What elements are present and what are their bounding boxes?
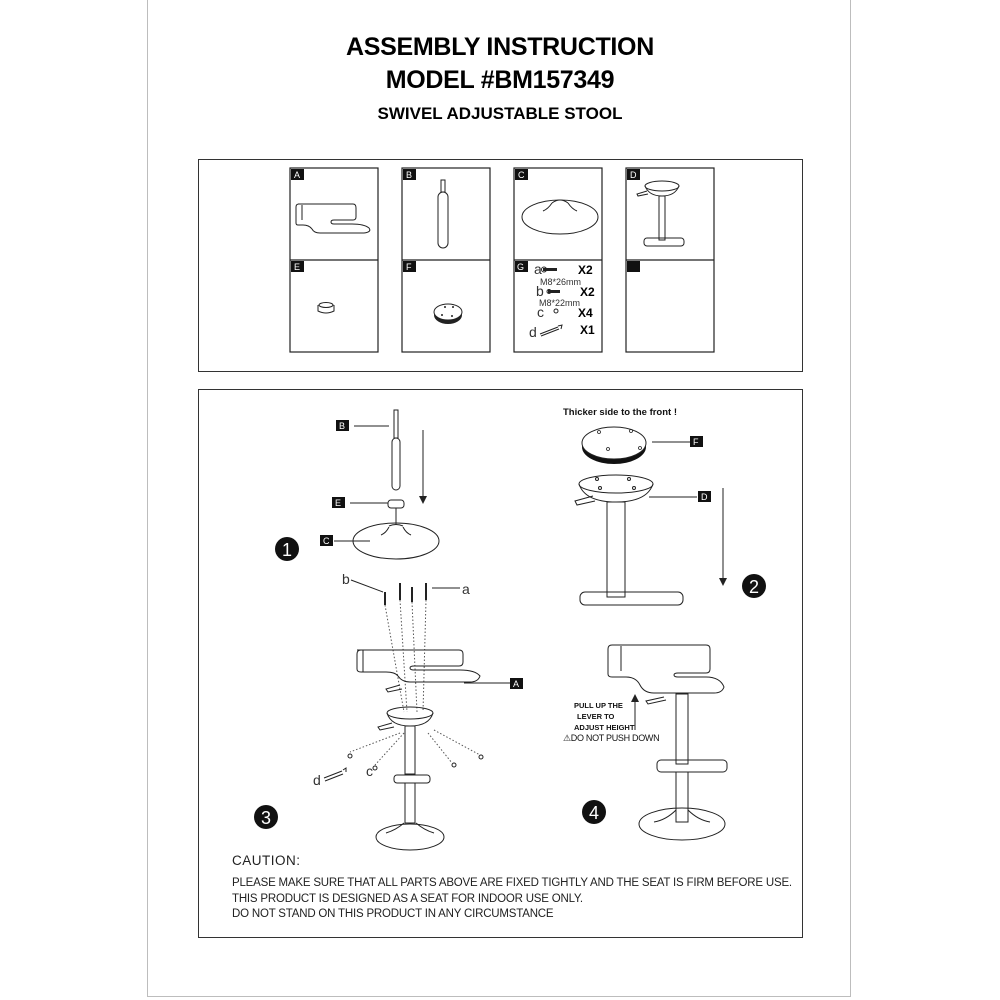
step-2: Thicker side to the front ! 2 F D: [563, 407, 766, 606]
caution-line-3: DO NOT STAND ON THIS PRODUCT IN ANY CIRC…: [232, 908, 554, 920]
part-e-cover-illustration: [317, 302, 335, 314]
step-2-number-badge: [742, 574, 766, 598]
hardware-c-qty: X4: [578, 306, 593, 320]
caution-line-1: PLEASE MAKE SURE THAT ALL PARTS ABOVE AR…: [232, 877, 792, 889]
part-d-column-illustration: [636, 180, 685, 247]
step-2-note: Thicker side to the front !: [563, 407, 677, 418]
hardware-b-size: M8*22mm: [539, 298, 580, 308]
hardware-d-letter: d: [529, 324, 537, 340]
part-label-tags: A B C D E F G: [291, 169, 640, 272]
lever-note: PULL UP THE LEVER TO ADJUST HEIGHT: [574, 700, 634, 733]
hardware-a-letter: a: [534, 261, 542, 277]
part-label-empty: [627, 261, 640, 272]
caution-line-2: THIS PRODUCT IS DESIGNED AS A SEAT FOR I…: [232, 893, 583, 905]
step-1-label-e: E: [335, 498, 341, 508]
step-3: 3 b a: [254, 571, 523, 851]
document-page: [147, 0, 851, 997]
step-4-number-badge: [582, 800, 606, 824]
part-label-c: C: [518, 170, 525, 180]
hardware-list: a X2 M8*26mm b X2 M8*22mm c X4 d X1: [529, 261, 595, 340]
arrow-up-icon: [631, 694, 639, 702]
bolt-icon: [548, 290, 560, 293]
hardware-c-letter: c: [537, 304, 544, 320]
step-2-label-d: D: [701, 492, 708, 502]
wrench-icon: [539, 324, 563, 337]
hardware-d-qty: X1: [580, 323, 595, 337]
step-3-label-b: b: [342, 571, 350, 587]
warning-text: DO NOT PUSH DOWN: [570, 733, 660, 743]
assembly-steps-box: [198, 389, 803, 938]
lever-note-line-2: LEVER TO: [577, 712, 615, 721]
part-label-g: G: [517, 262, 524, 272]
part-label-b: B: [406, 170, 412, 180]
lever-note-line-3: ADJUST HEIGHT: [574, 723, 635, 732]
step-3-label-a-tag: A: [513, 679, 519, 689]
step-3-number-badge: [254, 805, 278, 829]
caution-heading: CAUTION:: [232, 853, 301, 868]
part-label-a: A: [294, 170, 300, 180]
step-1-number: 1: [282, 540, 292, 560]
part-label-f: F: [406, 262, 412, 272]
part-f-plate-illustration: [433, 303, 463, 324]
step-2-label-f: F: [693, 437, 699, 447]
hardware-b-qty: X2: [580, 285, 595, 299]
step-2-number: 2: [749, 577, 759, 597]
step-1-number-badge: [275, 537, 299, 561]
part-a-seat-illustration: [295, 203, 371, 234]
part-label-d: D: [630, 170, 637, 180]
hardware-a-size: M8*26mm: [540, 277, 581, 287]
parts-list-box: [198, 159, 803, 372]
hardware-a-qty: X2: [578, 263, 593, 277]
washer-icon: [553, 308, 559, 314]
step-1-label-b: B: [339, 421, 345, 431]
warning-note: ⚠DO NOT PUSH DOWN: [563, 733, 660, 744]
step-4-number: 4: [589, 803, 599, 823]
part-c-base-illustration: [521, 199, 599, 235]
step-3-number: 3: [261, 808, 271, 828]
bolt-icon: [543, 268, 557, 271]
hardware-b-letter: b: [536, 283, 544, 299]
step-1: 1 B E C: [275, 409, 440, 561]
step-3-label-d: d: [313, 772, 321, 788]
product-name: SWIVEL ADJUSTABLE STOOL: [377, 104, 623, 123]
part-label-e: E: [294, 262, 300, 272]
step-3-label-c: c: [366, 763, 373, 779]
warning-triangle-icon: ⚠: [563, 733, 571, 743]
step-3-label-a: a: [462, 581, 470, 597]
lever-note-line-1: PULL UP THE: [574, 701, 623, 710]
part-b-cylinder-illustration: [437, 179, 449, 249]
document-title: ASSEMBLY INSTRUCTION: [346, 33, 654, 61]
step-4: 4: [582, 644, 728, 841]
model-number: MODEL #BM157349: [385, 66, 615, 94]
step-1-label-c: C: [323, 536, 330, 546]
